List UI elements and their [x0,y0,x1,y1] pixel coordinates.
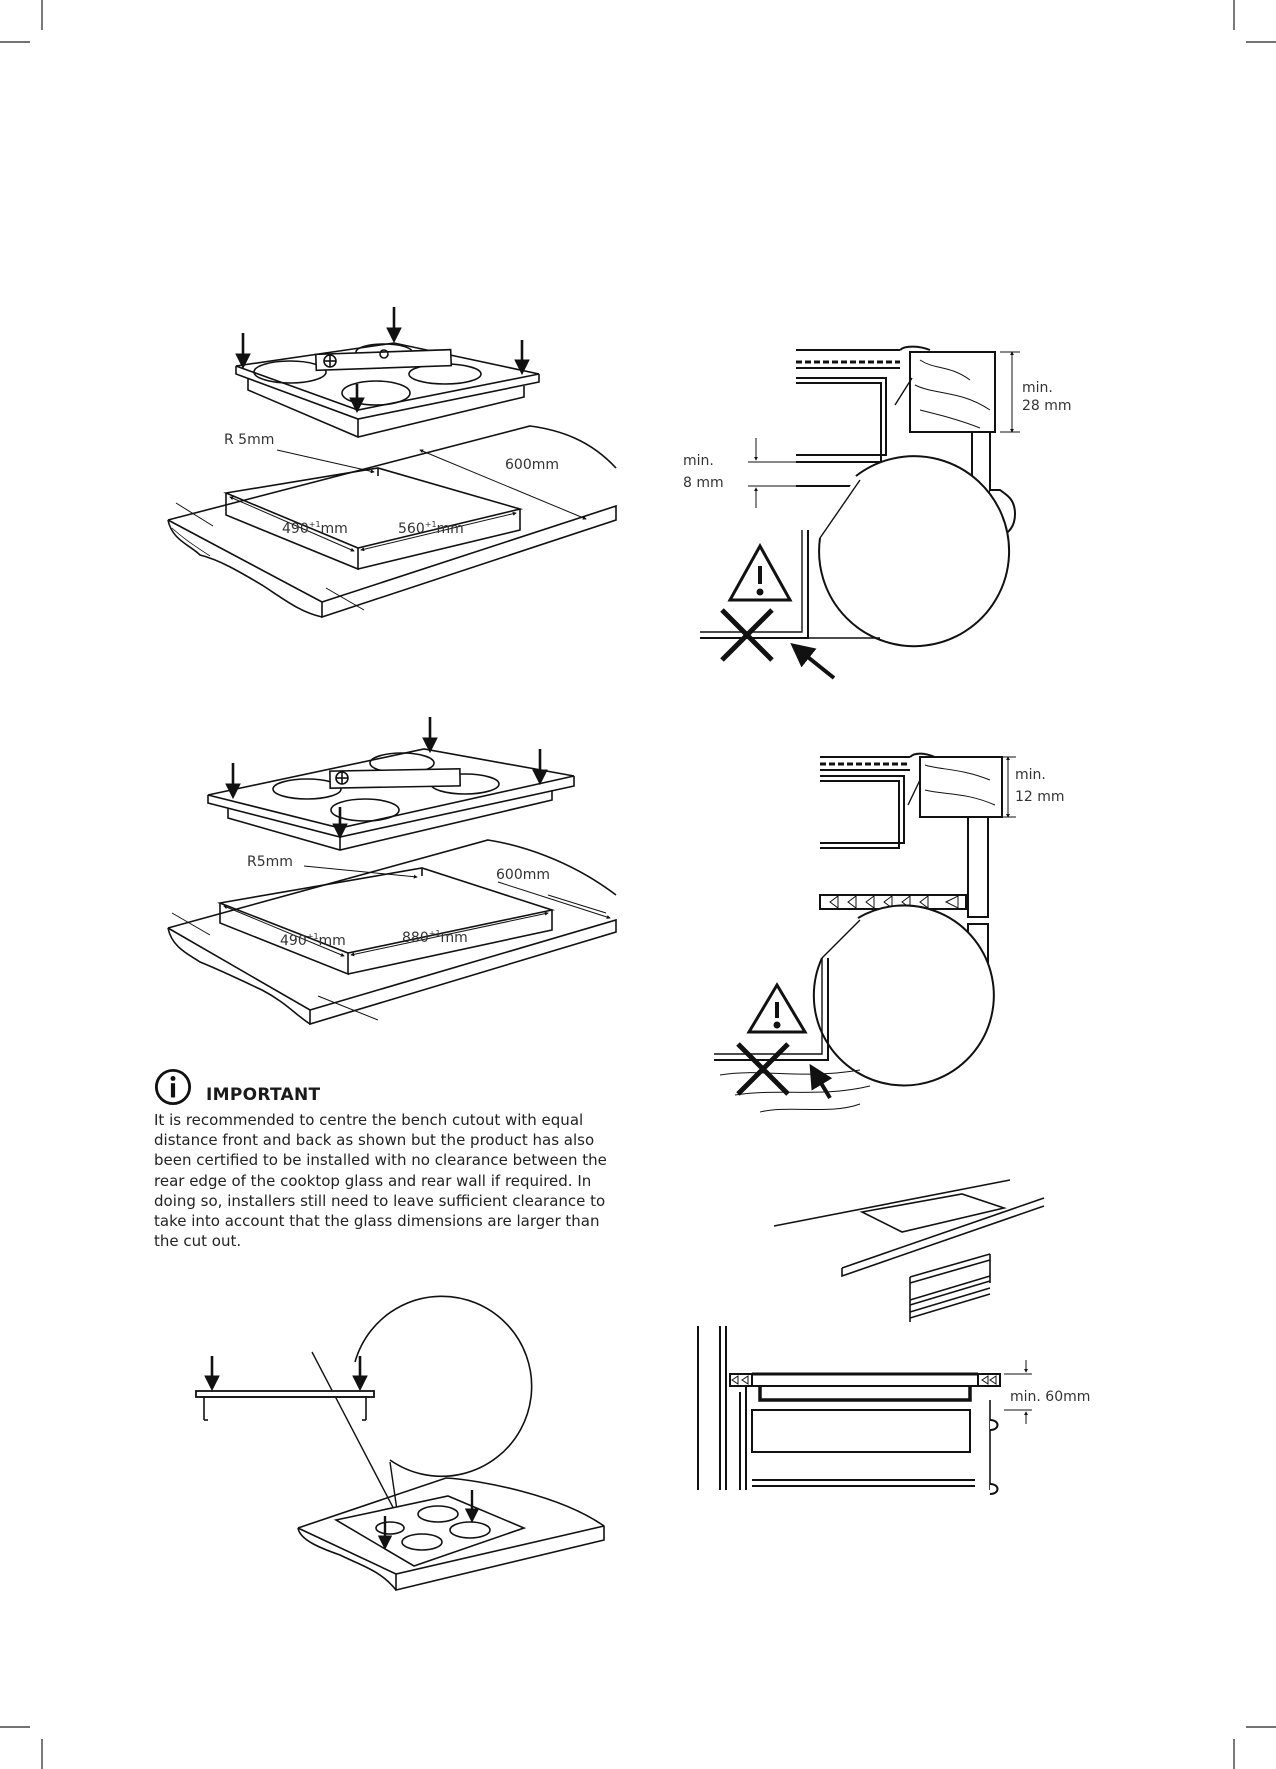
important-text: It is recommended to centre the bench cu… [154,1111,607,1251]
clearance-diagram-60mm [697,1326,1032,1495]
cross-icon [736,1042,790,1096]
front-min-value: 8 mm [683,475,724,491]
cooking-zone [330,798,400,822]
cooking-zone [272,778,342,800]
cooking-zone [375,1521,405,1535]
important-header: IMPORTANT [154,1062,624,1106]
length-label: 600mm [496,867,550,883]
cross-icon [720,608,774,662]
cutout-diagram-600 [167,307,617,619]
control-panel [314,348,453,372]
control-panel [329,768,461,789]
top-min-label: min. [1022,380,1053,396]
front-min-label: min. [683,453,714,469]
min-60mm-label: min. 60mm [1010,1389,1090,1405]
drop-in-diagram [195,1295,605,1592]
top-min-label: min. [1015,767,1046,783]
clearance-diagram-oven [700,345,1020,680]
depth-label: 490+1mm [280,932,346,949]
top-min-value: 28 mm [1022,398,1072,414]
cooking-zone [417,1505,459,1523]
timber-edge [919,756,1003,818]
cutout-diagram-900 [167,717,617,1026]
radius-label: R5mm [247,854,293,870]
important-notice: IMPORTANT It is recommended to centre th… [154,1062,624,1251]
clearance-diagram-drawer [714,752,1016,1113]
width-label: 560+1mm [398,520,464,537]
cooking-zone [341,380,411,406]
timber-edge [909,351,996,433]
cooking-zone [401,1533,443,1551]
info-icon [154,1068,192,1106]
cooking-zone [253,360,327,384]
depth-label: 490+1mm [282,520,348,537]
width-label: 880+1mm [402,929,468,946]
important-title: IMPORTANT [206,1085,321,1105]
top-min-value: 12 mm [1015,789,1065,805]
bench-perspective-diagram [773,1179,1045,1322]
length-label: 600mm [505,457,559,473]
radius-label: R 5mm [224,432,274,448]
